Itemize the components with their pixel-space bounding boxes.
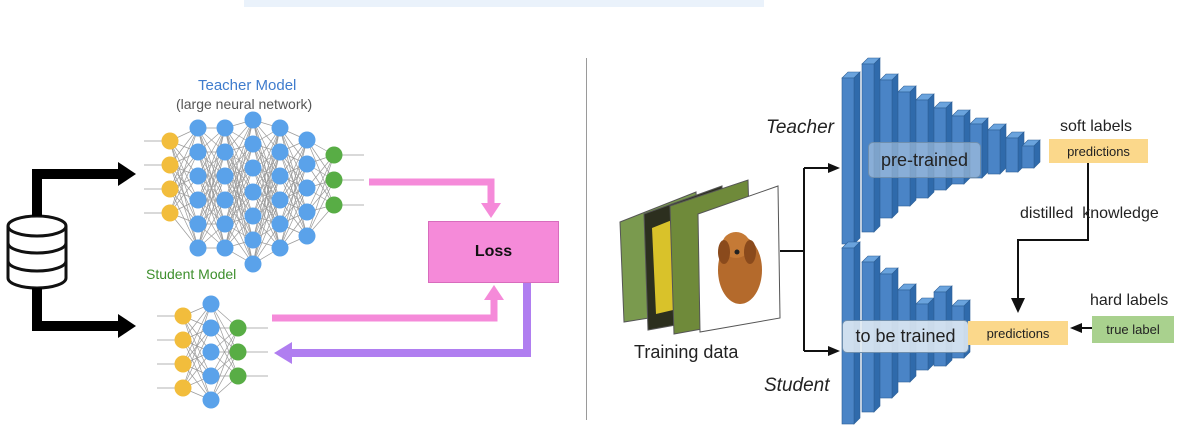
hidden-node xyxy=(298,155,316,173)
puppy-image xyxy=(718,232,762,304)
distilled-knowledge-text: distilled knowledge xyxy=(1020,205,1159,222)
input-node xyxy=(161,156,179,174)
arrow-head-teacher xyxy=(828,163,840,173)
hidden-node xyxy=(202,367,220,385)
hidden-node xyxy=(271,119,289,137)
loss-box: Loss xyxy=(428,221,559,283)
student-network xyxy=(157,295,268,409)
teacher-layer-9 xyxy=(987,123,1007,175)
output-node xyxy=(325,171,343,189)
teacher-model-subtitle: (large neural network) xyxy=(176,96,313,112)
input-node xyxy=(174,331,192,349)
training-images-stack xyxy=(619,179,781,335)
input-node xyxy=(161,132,179,150)
hidden-node xyxy=(189,143,207,161)
true-label-box: true label xyxy=(1092,316,1174,343)
top-banner-strip xyxy=(244,0,764,7)
student-model-title: Student Model xyxy=(146,266,237,282)
input-node xyxy=(161,180,179,198)
teacher-layer-11 xyxy=(1021,139,1041,169)
input-node xyxy=(174,307,192,325)
hidden-node xyxy=(216,119,234,137)
soft-labels-text: soft labels xyxy=(1060,118,1133,135)
output-node xyxy=(229,319,247,337)
teacher-to-loss-arrow xyxy=(369,178,501,218)
hidden-node xyxy=(271,143,289,161)
hidden-node xyxy=(216,143,234,161)
database-to-teacher-arrow xyxy=(32,162,136,216)
hidden-node xyxy=(202,391,220,409)
database-icon xyxy=(6,214,68,290)
hidden-node xyxy=(244,159,262,177)
hidden-node xyxy=(271,191,289,209)
output-node xyxy=(229,367,247,385)
true-label-arrow xyxy=(1070,323,1092,333)
hidden-node xyxy=(271,167,289,185)
input-node xyxy=(161,204,179,222)
hidden-node xyxy=(216,239,234,257)
hidden-node xyxy=(244,231,262,249)
hidden-node xyxy=(202,343,220,361)
hidden-node xyxy=(216,167,234,185)
hidden-node xyxy=(202,319,220,337)
hidden-node xyxy=(244,111,262,129)
student-predictions-box: predictions xyxy=(968,321,1068,345)
hidden-node xyxy=(189,167,207,185)
output-node xyxy=(229,343,247,361)
loss-to-student-feedback-arrow xyxy=(274,283,531,364)
hidden-node xyxy=(244,207,262,225)
hidden-node xyxy=(271,239,289,257)
pre-trained-label: pre-trained xyxy=(868,142,981,178)
hidden-node xyxy=(244,183,262,201)
training-data-label: Training data xyxy=(634,342,739,362)
panel-divider xyxy=(586,58,587,420)
hidden-node xyxy=(244,255,262,273)
input-node xyxy=(174,379,192,397)
arrow-head-student xyxy=(828,346,840,356)
hidden-node xyxy=(244,135,262,153)
hard-labels-text: hard labels xyxy=(1090,292,1169,309)
hidden-node xyxy=(202,295,220,313)
to-be-trained-label: to be trained xyxy=(842,320,969,353)
hidden-node xyxy=(189,239,207,257)
hidden-node xyxy=(189,215,207,233)
hidden-node xyxy=(298,227,316,245)
student-to-loss-arrow xyxy=(272,285,504,322)
teacher-label: Teacher xyxy=(766,117,834,138)
database-to-student-arrow xyxy=(32,288,136,338)
hidden-node xyxy=(189,191,207,209)
data-to-networks-arrows xyxy=(780,167,830,352)
hidden-node xyxy=(271,215,289,233)
hidden-node xyxy=(298,203,316,221)
hidden-node xyxy=(298,131,316,149)
teacher-network xyxy=(144,111,364,273)
hidden-node xyxy=(216,215,234,233)
student-label: Student xyxy=(764,375,830,396)
hidden-node xyxy=(189,119,207,137)
input-node xyxy=(174,355,192,373)
teacher-layer-1 xyxy=(841,71,861,245)
output-node xyxy=(325,146,343,164)
teacher-model-title: Teacher Model xyxy=(198,77,297,94)
output-node xyxy=(325,196,343,214)
teacher-layer-10 xyxy=(1005,131,1025,173)
hidden-node xyxy=(298,179,316,197)
hidden-node xyxy=(216,191,234,209)
distilled-knowledge-arrow xyxy=(1011,163,1089,313)
teacher-predictions-box: predictions xyxy=(1049,139,1148,163)
